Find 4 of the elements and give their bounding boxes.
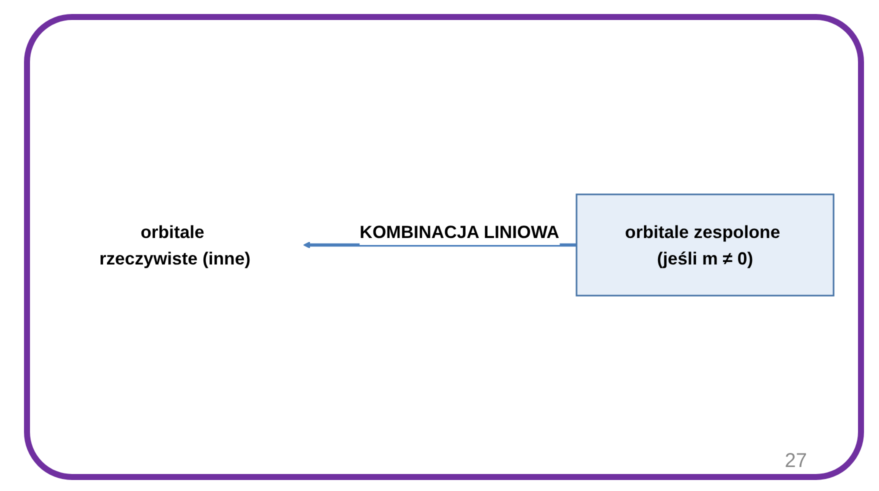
node-text: orbitale rzeczywiste (inne) [99, 222, 251, 268]
edge-label: KOMBINACJA LINIOWA [360, 222, 560, 242]
arrow [303, 241, 577, 249]
node-box: orbitale zespolone (jeśli m ≠ 0) [576, 194, 834, 296]
